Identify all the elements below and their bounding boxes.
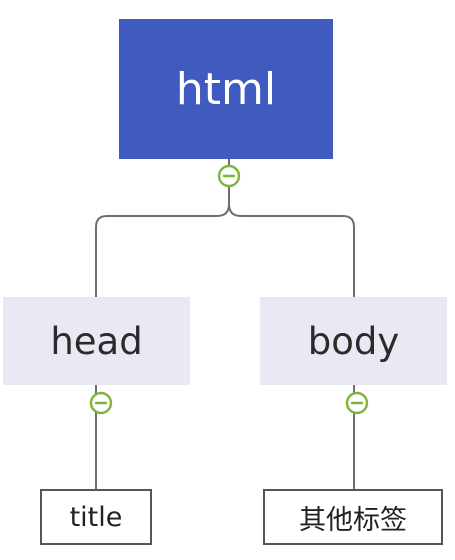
collapse-minus-icon[interactable] xyxy=(345,391,369,415)
collapse-minus-icon[interactable] xyxy=(217,164,241,188)
node-head-label: head xyxy=(50,319,143,363)
node-html[interactable]: html xyxy=(119,19,333,159)
node-body[interactable]: body xyxy=(260,297,447,385)
collapse-minus-icon[interactable] xyxy=(89,391,113,415)
node-title-label: title xyxy=(69,501,123,533)
node-title[interactable]: title xyxy=(40,489,152,545)
node-other-tags-label: 其他标签 xyxy=(299,504,407,536)
node-other-tags[interactable]: 其他标签 xyxy=(263,489,443,545)
connector-root-to-branches xyxy=(95,159,355,297)
node-body-label: body xyxy=(307,319,400,363)
node-head[interactable]: head xyxy=(3,297,190,385)
node-html-label: html xyxy=(175,63,277,115)
